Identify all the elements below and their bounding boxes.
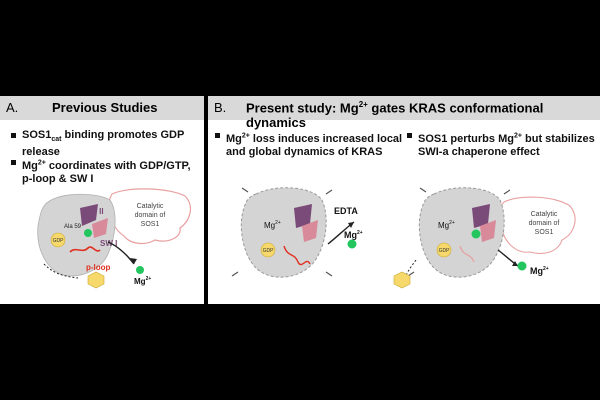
- gdp-molecule: [50, 232, 66, 248]
- panel-b-diagram: Mg2+ GDP EDTA Mg2+ Catalytic domain of S…: [231, 187, 576, 289]
- switch-ii-helix: [472, 204, 490, 228]
- bullet-marker: [11, 160, 16, 165]
- release-arrowhead: [130, 258, 137, 264]
- panel-a-letter: A.: [6, 100, 19, 115]
- sos1-label-line2: domain of: [529, 220, 560, 227]
- release-arrow: [107, 241, 135, 265]
- bullet-marker: [407, 133, 412, 138]
- gdp-molecule: [260, 242, 276, 258]
- panel-b-letter: B.: [214, 100, 227, 115]
- panel-a-title: Previous Studies: [52, 100, 158, 115]
- gdp-label: GDP: [263, 248, 275, 254]
- panel-b-title: Present study: Mg2+ gates KRAS conformat…: [246, 100, 544, 131]
- p-loop-trace: [459, 245, 475, 263]
- gdp-molecule: [436, 242, 452, 258]
- switch-i-helix: [480, 220, 496, 242]
- sos1-domain-outline: [108, 188, 192, 245]
- ala59-label: Ala 59: [64, 224, 82, 230]
- mg-removal-arrowhead: [348, 222, 354, 228]
- sw2-label: SW II: [84, 207, 104, 216]
- bullet-marker: [215, 133, 220, 138]
- bullet-2-text: Mg2+ coordinates with GDP/GTP,p-loop & S…: [22, 159, 191, 185]
- mg-kras-label: Mg2+: [264, 220, 281, 230]
- panel-a-header: A. Previous Studies: [0, 96, 204, 120]
- panel-a-bullet-2: Mg2+ coordinates with GDP/GTP,p-loop & S…: [11, 156, 204, 186]
- p-loop-trace: [69, 246, 101, 253]
- switch-i-helix: [92, 218, 108, 238]
- motion-marks: [231, 187, 333, 277]
- mg-release-arrowhead: [512, 261, 518, 266]
- mg-ion-bound: [84, 229, 92, 237]
- panel-b: B. Present study: Mg2+ gates KRAS confor…: [208, 96, 600, 304]
- gdp-label: GDP: [439, 248, 451, 254]
- mg-kras-label: Mg2+: [438, 220, 455, 230]
- mg-free-label: Mg2+: [530, 266, 549, 276]
- panel-a-diagram: Catalytic domain of SOS1 SW II SW I Ala …: [37, 188, 192, 289]
- sw1-label: SW I: [100, 239, 117, 248]
- switch-ii-helix: [294, 204, 312, 228]
- sos1-label-line1: Catalytic: [137, 203, 164, 210]
- mg-ion-released: [136, 266, 144, 274]
- gdp-label: GDP: [53, 238, 65, 244]
- p-loop-label: p-loop: [86, 263, 111, 272]
- panel-b-header: B. Present study: Mg2+ gates KRAS confor…: [208, 96, 600, 130]
- sos1-label-line3: SOS1: [141, 221, 160, 228]
- sos1-label-line2: domain of: [135, 212, 166, 219]
- mg-ion-free: [517, 261, 527, 271]
- sos1-label-line1: Catalytic: [531, 211, 558, 218]
- released-gdp-hexagon: [87, 271, 105, 289]
- edta-label: EDTA: [334, 206, 358, 216]
- panel-a: A. Previous Studies SOS1cat binding prom…: [0, 96, 204, 304]
- switch-i-helix: [302, 220, 318, 242]
- linker-dotted: [43, 263, 79, 279]
- mg-ion-free: [347, 239, 357, 249]
- switch-ii-helix: [80, 204, 98, 226]
- released-gdp-hexagon: [393, 271, 411, 289]
- kras-sos1-diagram: Catalytic domain of SOS1 Mg2+ GDP Mg2+: [393, 187, 576, 289]
- mg-released-label: Mg2+: [134, 276, 151, 286]
- sos1-label-line3: SOS1: [535, 229, 554, 236]
- bullet-marker: [11, 133, 16, 138]
- p-loop-trace: [283, 245, 311, 266]
- mg-free-label: Mg2+: [344, 230, 363, 240]
- kras-mg-loss-diagram: Mg2+ GDP EDTA Mg2+: [231, 187, 363, 278]
- mg-ion-bound: [471, 229, 481, 239]
